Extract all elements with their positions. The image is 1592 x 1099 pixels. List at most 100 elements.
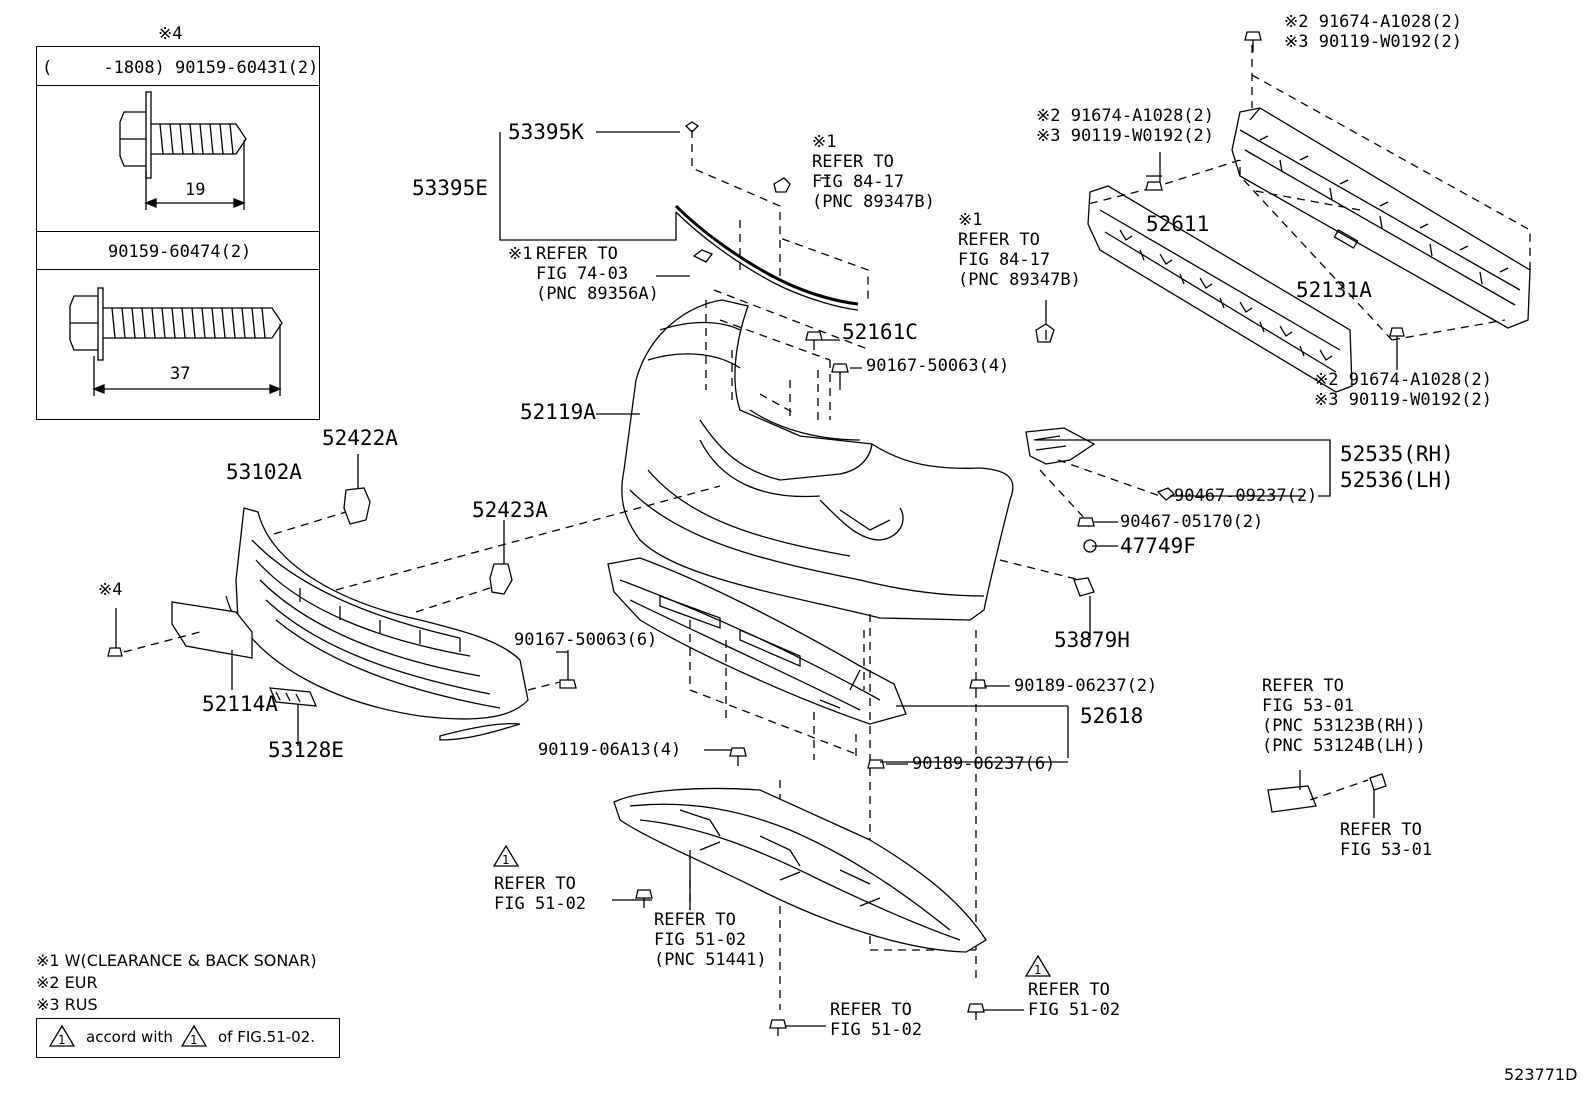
label-52536-lh: 52536(LH) — [1340, 468, 1454, 492]
legend-num-b: 1 — [190, 1033, 198, 1047]
inset-dim-37: 37 — [170, 364, 191, 384]
refer-b-mark: ※1 — [508, 244, 533, 264]
label-90119-06a13: 90119-06A13(4) — [538, 740, 682, 760]
refer-c-line3: (PNC 89347B) — [958, 270, 1081, 290]
refer-h-line2: FIG 51-02 — [1028, 1000, 1121, 1020]
plate-52114a — [171, 601, 253, 690]
inset-dim-19: 19 — [185, 180, 206, 200]
undercover-bolts — [612, 850, 1024, 1036]
refer-h-line1: REFER TO — [1028, 980, 1110, 1000]
mid-bolt-rus: ※3 90119-W0192(2) — [1036, 126, 1215, 146]
inset-row1-label: ( -1808) 90159-60431(2) — [42, 58, 319, 78]
refer-g-line3: (PNC 51441) — [654, 950, 767, 970]
legend-num-a: 1 — [58, 1033, 66, 1047]
screw-90167-6 — [559, 650, 577, 689]
bumper-cover-52119a-drawing — [621, 299, 1014, 621]
refer-f-line1: REFER TO — [494, 874, 576, 894]
top-bolt-rus: ※3 90119-W0192(2) — [1284, 32, 1463, 52]
label-mark4: ※4 — [98, 580, 123, 600]
refer-a-mark: ※1 — [812, 132, 837, 152]
piece-53128e — [268, 687, 318, 746]
grille-53102a-drawing — [225, 507, 529, 741]
screw-37mm-drawing — [69, 287, 283, 396]
clip-89347b-left — [773, 177, 791, 193]
refer-c-line2: FIG 84-17 — [958, 250, 1051, 270]
label-47749f: 47749F — [1120, 534, 1196, 558]
right-bolt-eur: ※2 91674-A1028(2) — [1314, 370, 1493, 390]
refer-e-line2: FIG 53-01 — [1340, 840, 1433, 860]
inset-divider-3 — [37, 269, 319, 270]
inset-row2-label: 90159-60474(2) — [108, 242, 252, 262]
label-53395k: 53395K — [508, 120, 584, 144]
legend-box — [36, 1018, 340, 1058]
label-53128e: 53128E — [268, 738, 344, 762]
warning-triangles — [492, 844, 1052, 977]
note-3: ※3 RUS — [36, 995, 98, 1014]
refer-a-line2: FIG 84-17 — [812, 172, 905, 192]
refer-b-line1: REFER TO — [536, 244, 618, 264]
label-52535-rh: 52535(RH) — [1340, 442, 1454, 466]
spoiler-52618-drawing — [607, 557, 907, 725]
refer-c-mark: ※1 — [958, 210, 983, 230]
inset-mark: ※4 — [158, 24, 183, 44]
refer-b-line2: FIG 74-03 — [536, 264, 629, 284]
part-53-01-leader — [1309, 779, 1369, 801]
label-52114a: 52114A — [202, 692, 278, 716]
figure-id: 523771D — [1504, 1065, 1578, 1084]
note-2: ※2 EUR — [36, 973, 98, 992]
inset-box — [36, 46, 320, 420]
refer-i-line1: REFER TO — [830, 1000, 912, 1020]
mid-bolt-eur: ※2 91674-A1028(2) — [1036, 106, 1215, 126]
retainer-fasteners — [1036, 439, 1318, 640]
reinforcement-52131a-drawing — [1231, 107, 1531, 329]
label-90167-50063-6: 90167-50063(6) — [514, 630, 658, 650]
label-53102a: 53102A — [226, 460, 302, 484]
clip-89347b-right — [1035, 300, 1055, 343]
moulding-53395k-drawing — [674, 121, 859, 311]
part-53-01-drawing — [1267, 770, 1387, 818]
label-90467-05170: 90467-05170(2) — [1120, 512, 1264, 532]
inset-divider-2 — [37, 231, 319, 232]
label-52422a: 52422A — [322, 426, 398, 450]
label-90189-06237-2: 90189-06237(2) — [1014, 676, 1158, 696]
label-53879h: 53879H — [1054, 628, 1130, 652]
refer-g-line2: FIG 51-02 — [654, 930, 747, 950]
refer-d-line3: (PNC 53123B(RH)) — [1262, 716, 1426, 736]
refer-b-line3: (PNC 89356A) — [536, 284, 659, 304]
warn-num-b: 1 — [1034, 963, 1042, 977]
retainer-52535-drawing — [1025, 427, 1096, 465]
screw-19mm-drawing — [119, 91, 247, 210]
right-bolt-rus: ※3 90119-W0192(2) — [1314, 390, 1493, 410]
refer-f-line2: FIG 51-02 — [494, 894, 587, 914]
label-90167-50063-4: 90167-50063(4) — [866, 356, 1010, 376]
absorber-52611-drawing — [1087, 185, 1353, 393]
warn-num-a: 1 — [502, 853, 510, 867]
note-1: ※1 W(CLEARANCE & BACK SONAR) — [36, 951, 317, 970]
legend-triangles — [48, 1024, 208, 1047]
refer-e-line1: REFER TO — [1340, 820, 1422, 840]
moulding-leader-lines — [691, 130, 871, 420]
grille-piece-52423a — [489, 520, 513, 595]
label-52131a: 52131A — [1296, 278, 1372, 302]
label-52618: 52618 — [1080, 704, 1144, 728]
refer-c-line1: REFER TO — [958, 230, 1040, 250]
beam-bolts — [1145, 31, 1405, 370]
top-bolt-eur: ※2 91674-A1028(2) — [1284, 12, 1463, 32]
refer-a-line3: (PNC 89347B) — [812, 192, 935, 212]
grille-leader-lines — [123, 485, 721, 691]
refer-a-line1: REFER TO — [812, 152, 894, 172]
refer-i-line2: FIG 51-02 — [830, 1020, 923, 1040]
beam-leader-lines — [1087, 45, 1531, 341]
label-52611: 52611 — [1146, 212, 1210, 236]
undercover-drawing — [613, 787, 987, 953]
label-90189-06237-6: 90189-06237(6) — [912, 754, 1056, 774]
inset-divider-1 — [37, 85, 319, 86]
refer-d-line4: (PNC 53124B(LH)) — [1262, 736, 1426, 756]
label-52161c: 52161C — [842, 320, 918, 344]
label-52119a: 52119A — [520, 400, 596, 424]
legend-text-a: accord with — [86, 1028, 173, 1046]
label-52423a: 52423A — [472, 498, 548, 522]
label-53395e: 53395E — [412, 176, 488, 200]
